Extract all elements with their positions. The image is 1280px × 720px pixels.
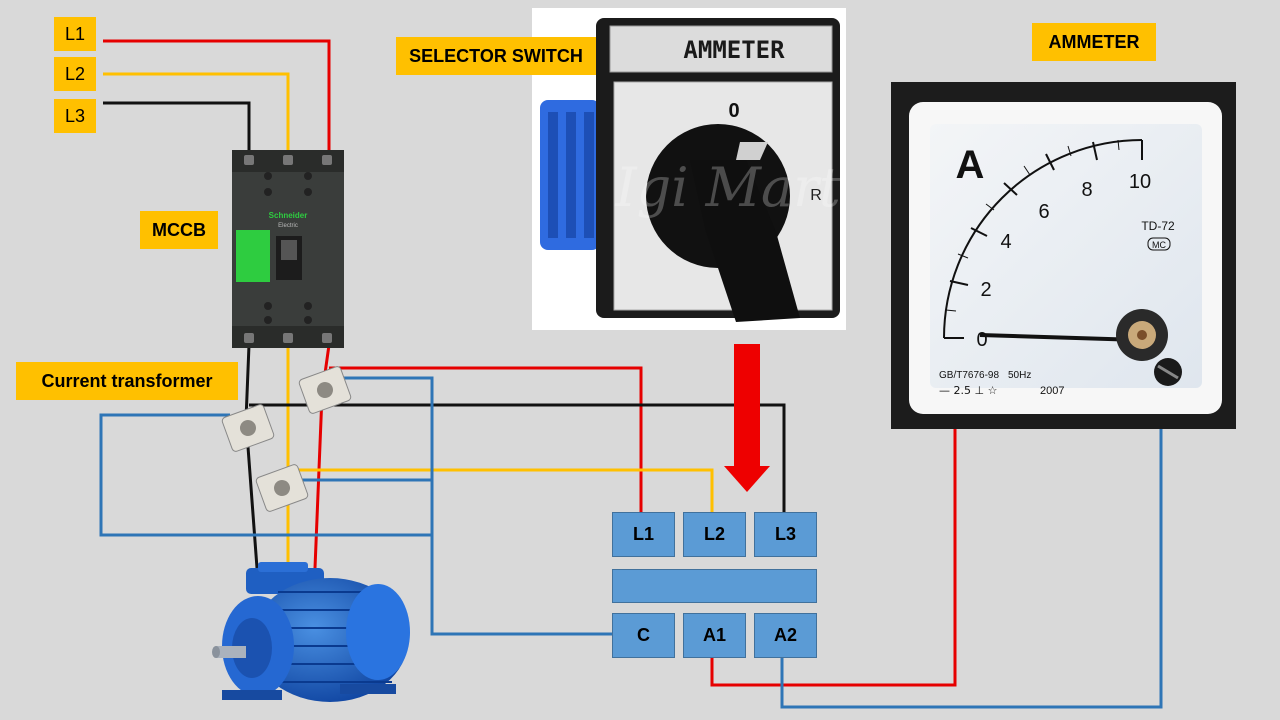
ammeter-frequency-text: 50Hz (1008, 370, 1031, 381)
wire-ct-loop-l3 (99, 413, 432, 537)
ammeter-year-text: 2007 (1040, 385, 1064, 397)
ammeter-scale-0: 0 (976, 329, 987, 351)
ct-l3 (221, 404, 275, 452)
ammeter-scale-6: 6 (1038, 201, 1049, 223)
wire-sense-l1 (329, 366, 643, 512)
mccb-breaker (232, 150, 344, 348)
wire-sense-l2 (288, 468, 714, 512)
terminal-l3: L3 (754, 512, 817, 557)
selector-watermark: Igi Mart (614, 156, 841, 219)
mccb-brand-sub-text: Electric (278, 223, 298, 229)
selector-blue-cams (540, 100, 600, 250)
selector-position-0: 0 (728, 100, 739, 122)
ct-l1 (298, 366, 352, 414)
wire-l2-supply (103, 72, 290, 155)
ammeter-meter (891, 82, 1236, 429)
selector-plate-text: AMMETER (683, 36, 785, 64)
wire-sense-l3 (249, 403, 786, 512)
terminal-block-body (612, 569, 817, 603)
ammeter-minor-ticks (945, 139, 1120, 312)
terminal-l1: L1 (612, 512, 675, 557)
supply-label-l3: L3 (54, 99, 96, 133)
terminal-a2: A2 (754, 613, 817, 658)
wire-a1-ammeter (710, 428, 957, 687)
ammeter-unit-symbol: A (956, 143, 985, 187)
terminal-a1: A1 (683, 613, 746, 658)
ammeter-scale-2: 2 (980, 279, 991, 301)
ammeter-cert-text: MC (1152, 240, 1166, 250)
ammeter-scale-8: 8 (1081, 179, 1092, 201)
ammeter-needle (979, 333, 1141, 342)
ammeter-standard-text: GB/T7676-98 (939, 370, 999, 381)
wire-l3-supply (103, 101, 251, 155)
selector-position-r: R (810, 187, 822, 204)
wire-a2-ammeter (780, 428, 1163, 709)
supply-label-l2: L2 (54, 57, 96, 91)
ammeter-scale-4: 4 (1000, 231, 1011, 253)
ammeter-cert-box (1147, 237, 1171, 251)
ammeter-ticks (944, 140, 1143, 339)
mccb-brand-text: Schneider (269, 211, 308, 220)
current-transformer-label: Current transformer (16, 362, 238, 400)
ct-l2 (255, 464, 309, 512)
wire-ct-common (330, 376, 612, 636)
mccb-label: MCCB (140, 211, 218, 249)
supply-label-l1: L1 (54, 17, 96, 51)
ammeter-scale-10: 10 (1129, 171, 1151, 193)
terminal-l2: L2 (683, 512, 746, 557)
motor (212, 562, 410, 702)
red-arrow-down (724, 344, 770, 492)
ammeter-class-text: — 2.5 ⊥ ☆ (939, 384, 998, 397)
selector-switch-label: SELECTOR SWITCH (396, 37, 596, 75)
ammeter-model-text: TD-72 (1141, 219, 1175, 233)
ammeter-label: AMMETER (1032, 23, 1156, 61)
terminal-c: C (612, 613, 675, 658)
wire-l1-supply (103, 39, 331, 155)
selector-switch: Igi Mart (532, 8, 846, 330)
ammeter-scale-arc (943, 139, 1143, 339)
